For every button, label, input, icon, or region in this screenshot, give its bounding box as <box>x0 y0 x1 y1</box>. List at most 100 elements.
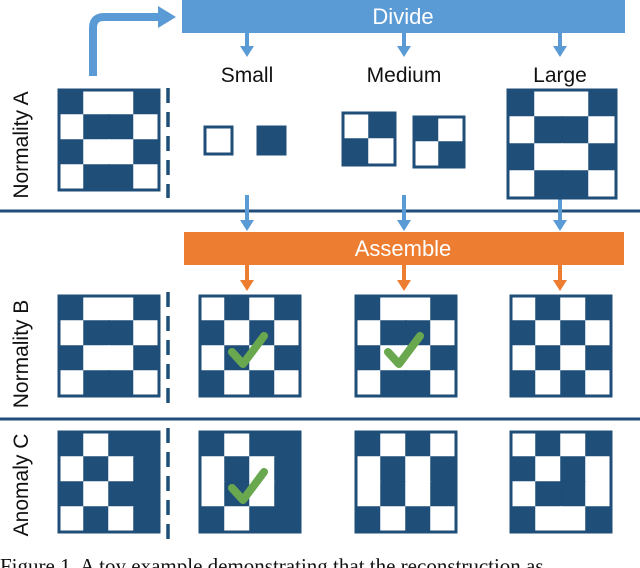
dark-cell <box>368 112 396 140</box>
light-cell <box>274 320 301 347</box>
dark-cell <box>355 345 382 372</box>
column-label-small: Small <box>221 64 274 87</box>
grid-border <box>509 430 613 534</box>
light-cell <box>510 295 537 322</box>
dark-cell <box>430 345 457 372</box>
figure-caption: Figure 1. A toy example demonstrating th… <box>0 554 544 568</box>
grid-border <box>256 125 287 156</box>
column-label-medium: Medium <box>367 64 442 87</box>
dark-cell <box>249 370 276 397</box>
divide-stage: Divide <box>182 0 625 33</box>
light-cell <box>534 89 563 118</box>
light-cell <box>405 456 432 483</box>
light-cell <box>405 481 432 508</box>
light-cell <box>585 481 612 508</box>
light-cell <box>535 320 562 347</box>
grid-border <box>412 115 466 169</box>
row-label-anomaly-c: Anomaly C <box>10 434 33 537</box>
light-cell <box>535 370 562 397</box>
dark-cell <box>535 345 562 372</box>
dark-cell <box>83 164 110 191</box>
grid-normality-b-input <box>57 294 161 398</box>
grid-layer <box>57 88 618 534</box>
dark-cell <box>560 481 587 508</box>
light-cell <box>133 164 160 191</box>
dark-cell <box>133 295 160 322</box>
light-cell <box>199 456 226 483</box>
dark-cell <box>133 481 160 508</box>
check-icon <box>228 468 268 504</box>
grid-normality-a-input <box>57 88 161 192</box>
dark-cell <box>534 170 563 199</box>
dark-cell <box>585 506 612 533</box>
dark-cell <box>585 431 612 458</box>
light-cell <box>58 506 85 533</box>
dark-cell <box>588 143 617 172</box>
dark-cell <box>535 295 562 322</box>
light-cell <box>58 456 85 483</box>
route-arrow <box>89 6 176 76</box>
light-cell <box>133 370 160 397</box>
dark-cell <box>199 370 226 397</box>
dark-cell <box>355 506 382 533</box>
grid-normality-b-large <box>509 294 613 398</box>
grid-border <box>354 430 458 534</box>
light-cell <box>83 345 110 372</box>
light-cell <box>588 116 617 145</box>
dark-cell <box>355 431 382 458</box>
row-label-normality-b: Normality B <box>10 300 33 409</box>
dark-cell <box>535 431 562 458</box>
grid-normality-a-medium-1 <box>341 111 397 167</box>
light-cell <box>199 295 226 322</box>
assemble-label: Assemble <box>355 236 452 261</box>
dark-cell <box>108 481 135 508</box>
light-cell <box>274 370 301 397</box>
light-cell <box>535 506 562 533</box>
dark-cell <box>274 506 301 533</box>
grid-normality-a-large <box>506 88 618 200</box>
dark-cell <box>380 370 407 397</box>
grid-border <box>506 88 618 200</box>
dark-cell <box>58 431 85 458</box>
dark-cell <box>108 370 135 397</box>
check-layer <box>228 332 424 504</box>
light-cell <box>355 370 382 397</box>
dark-cell <box>108 164 135 191</box>
dark-cell <box>355 295 382 322</box>
light-cell <box>535 456 562 483</box>
dark-cell <box>561 116 590 145</box>
dark-cell <box>560 320 587 347</box>
light-cell <box>199 345 226 372</box>
dark-cell <box>83 456 110 483</box>
grid-border <box>509 294 613 398</box>
grid-border <box>354 294 458 398</box>
light-cell <box>510 431 537 458</box>
grid-border <box>341 111 397 167</box>
dark-cell <box>133 431 160 458</box>
dark-cell <box>133 506 160 533</box>
dark-cell <box>224 295 251 322</box>
check-icon <box>384 332 424 368</box>
dark-cell <box>430 481 457 508</box>
light-cell <box>405 295 432 322</box>
dark-cell <box>108 431 135 458</box>
light-cell <box>224 320 251 347</box>
light-cell <box>58 320 85 347</box>
light-cell <box>108 139 135 166</box>
assemble-arrows <box>240 265 567 291</box>
grid-normality-a-small-1 <box>203 125 234 156</box>
grid-normality-b-medium <box>354 294 458 398</box>
dark-cell <box>380 320 407 347</box>
light-cell <box>355 456 382 483</box>
dark-cell <box>507 143 536 172</box>
light-cell <box>108 456 135 483</box>
dark-cell <box>58 139 85 166</box>
light-cell <box>224 506 251 533</box>
light-cell <box>58 114 85 141</box>
divide-arrows <box>240 33 567 57</box>
grid-border <box>203 125 234 156</box>
light-cell <box>561 143 590 172</box>
dark-cell <box>430 456 457 483</box>
light-cell <box>204 126 233 155</box>
dark-cell <box>438 141 465 168</box>
